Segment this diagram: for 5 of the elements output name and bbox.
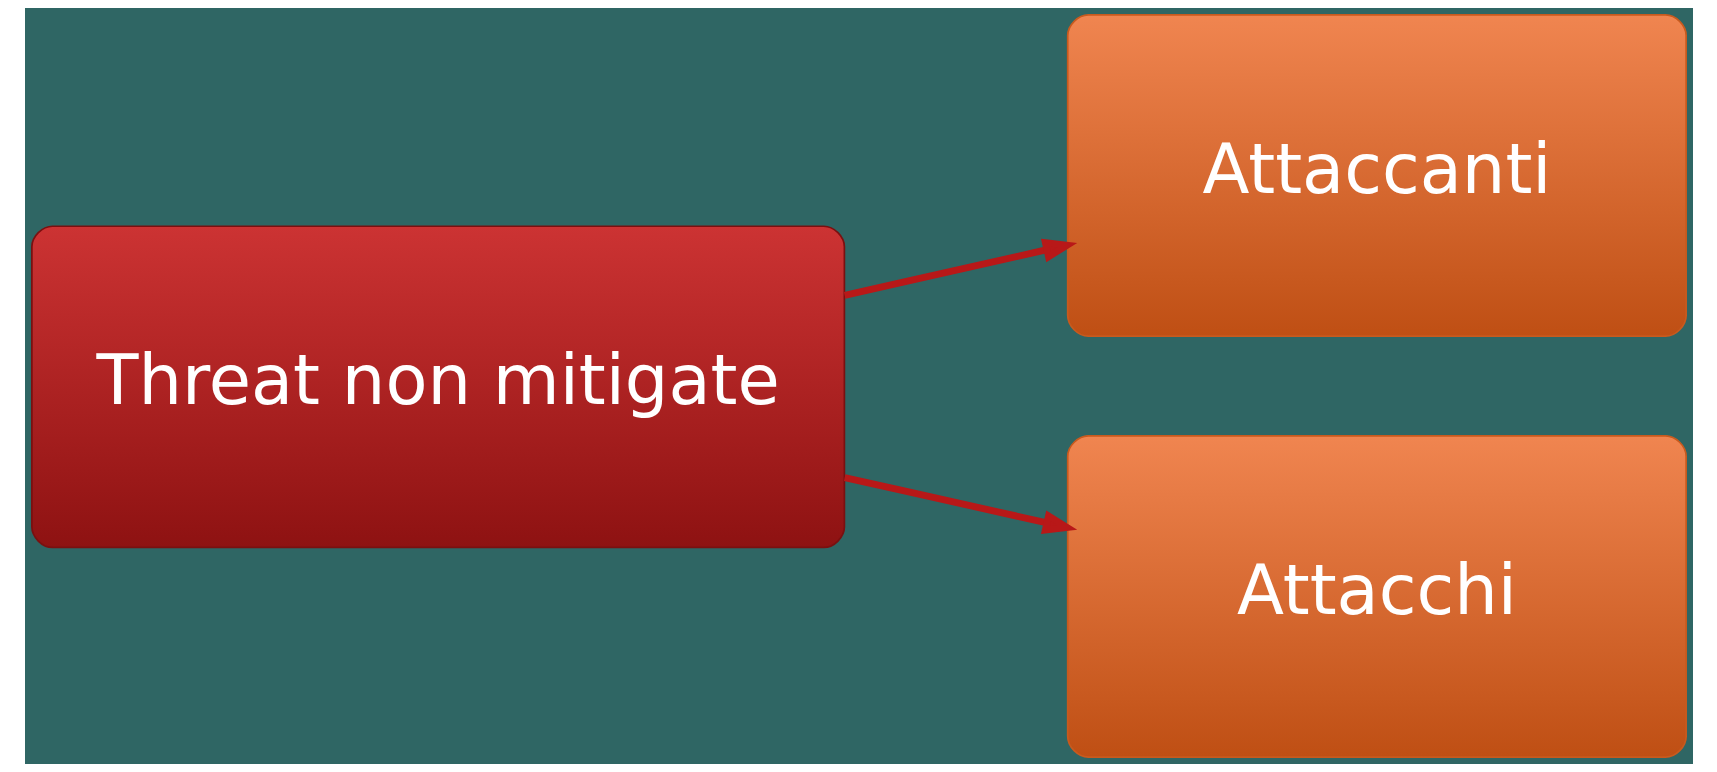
arrow [843,474,1077,534]
node-box: Attacchi [1066,434,1687,758]
arrow [843,238,1077,299]
node-box: Attaccanti [1066,14,1687,338]
node-box: Threat non mitigate [30,225,845,549]
